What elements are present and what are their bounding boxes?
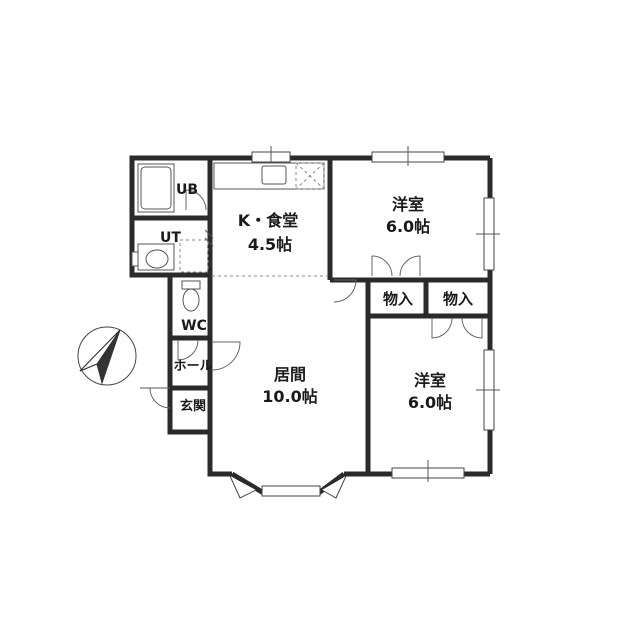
living-name: 居間 <box>274 365 306 384</box>
ub-label: UB <box>176 182 198 198</box>
kitchen-name: K・食堂 <box>238 211 298 230</box>
western2-name: 洋室 <box>414 371 446 390</box>
closet2-label: 物入 <box>443 290 473 308</box>
fixtures <box>131 162 328 312</box>
windows <box>229 146 500 499</box>
entrance-label: 玄関 <box>180 398 206 414</box>
western1-name: 洋室 <box>392 195 424 214</box>
doors <box>140 189 483 409</box>
wc-label: WC <box>181 318 207 334</box>
western1-size: 6.0帖 <box>386 217 430 236</box>
closet1-label: 物入 <box>383 290 413 308</box>
western2-size: 6.0帖 <box>408 393 452 412</box>
north-arrow-icon <box>77 326 137 386</box>
living-size: 10.0帖 <box>262 387 317 406</box>
hall-label: ホール <box>173 359 212 374</box>
ut-label: UT <box>160 230 181 246</box>
kitchen-size: 4.5帖 <box>248 235 292 254</box>
